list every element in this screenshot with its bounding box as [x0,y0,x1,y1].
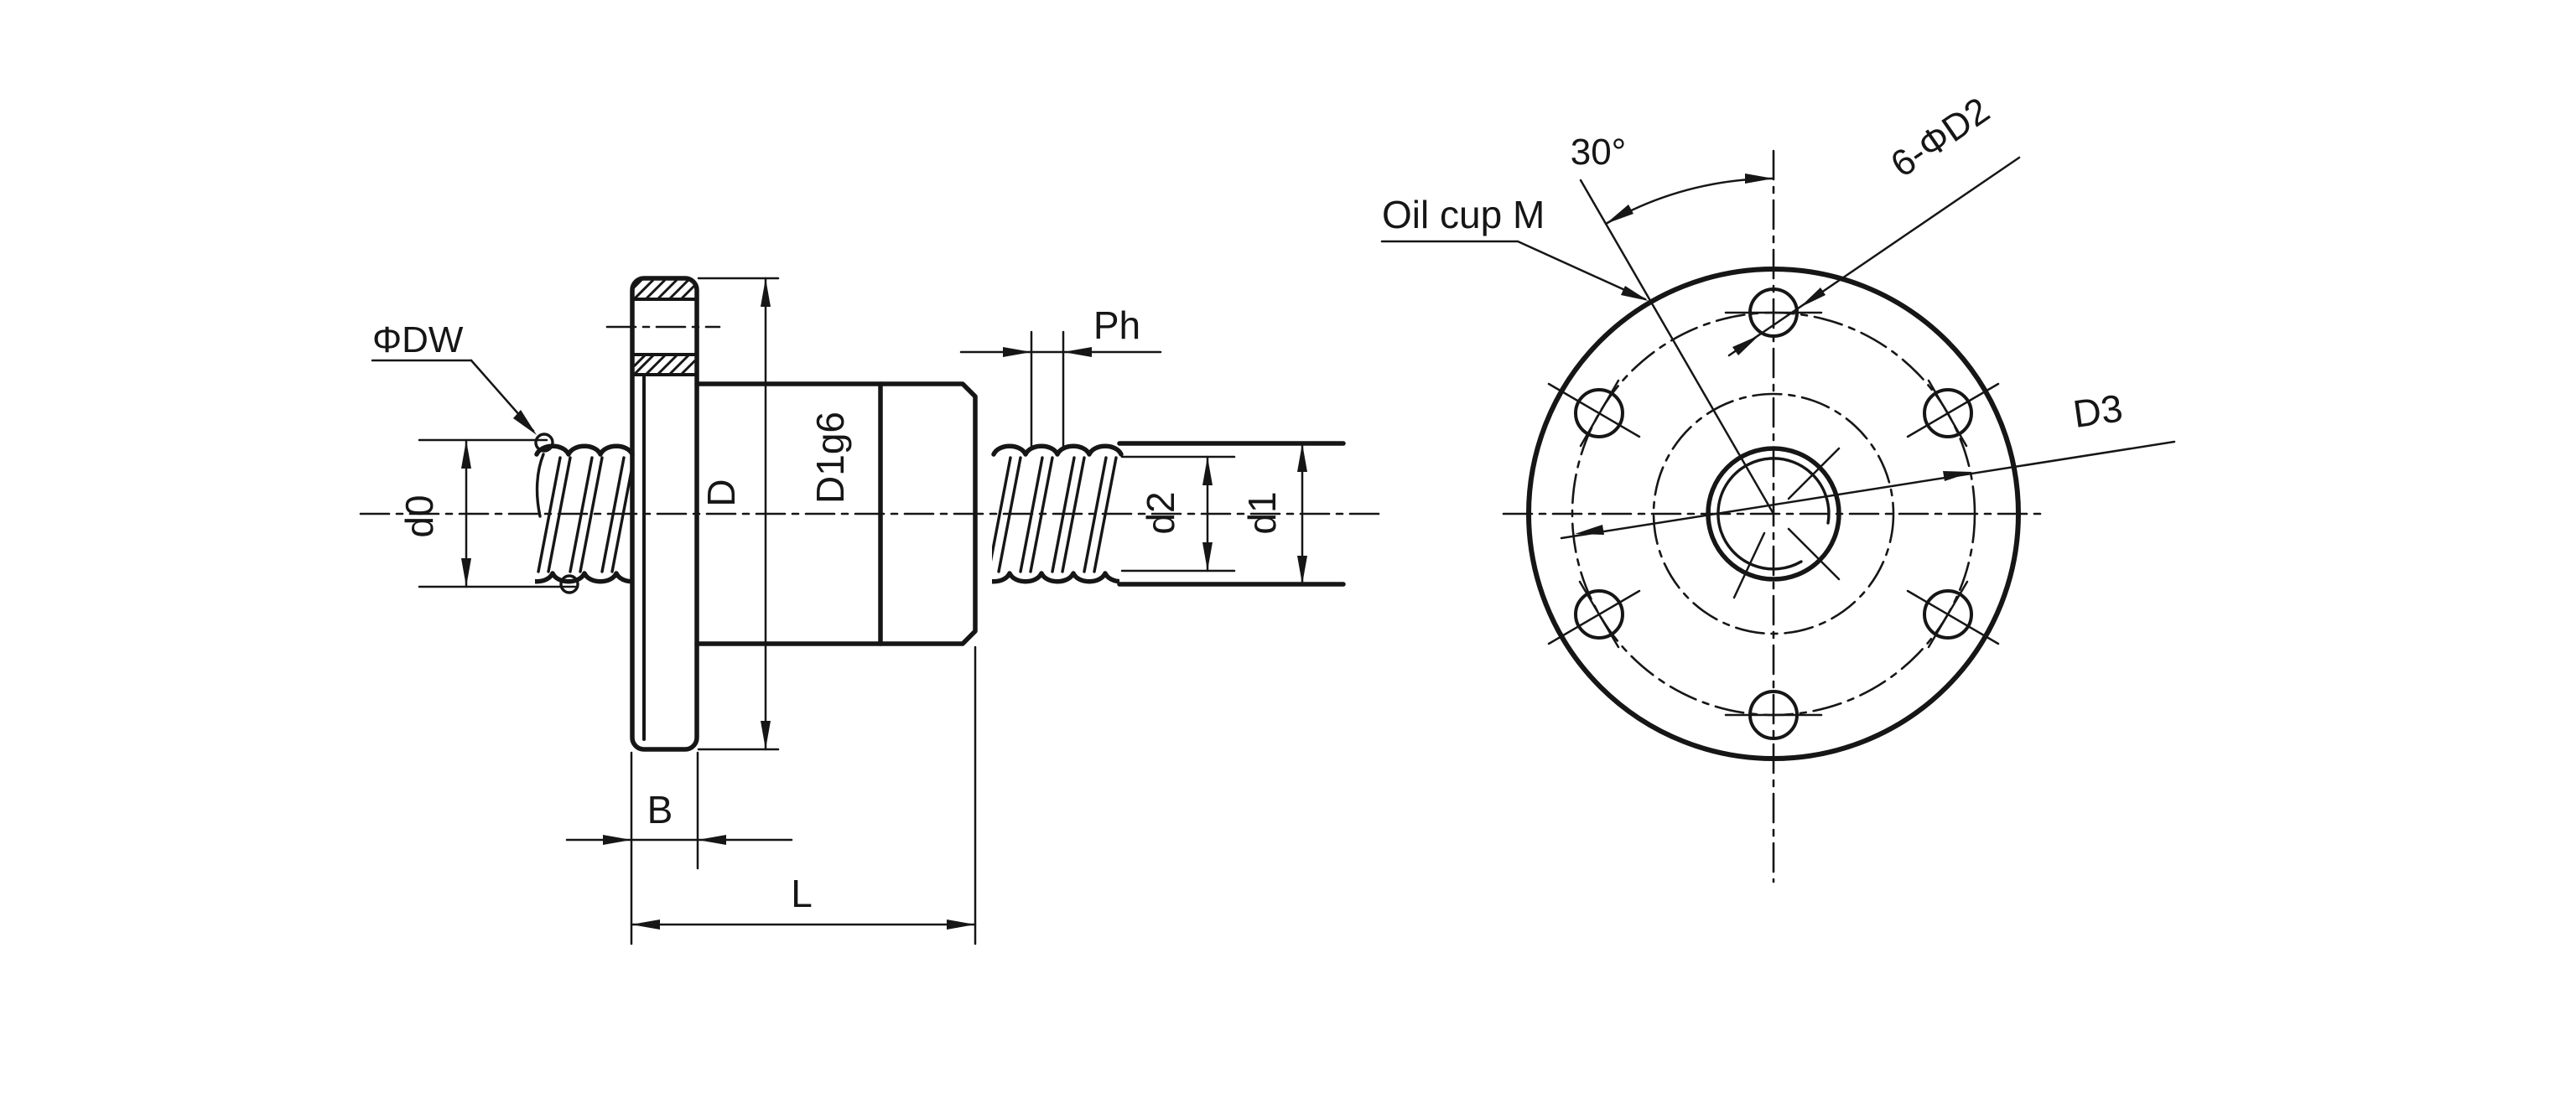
center-construction-ticks [1732,447,1841,599]
arrowhead [1003,347,1031,357]
thread-crest-bottom [992,571,1119,584]
side-view: ΦDW d0 D D1g6 Ph [359,276,1384,945]
oil-cup-axis-line [1579,179,1775,515]
arrowhead [1606,205,1633,224]
ball-bottom [559,574,579,594]
angle-arc [1604,177,1775,225]
bolt-hole-upper-left [1574,388,1624,438]
arrowhead [631,919,660,930]
screw-bore-thread-arc [1716,457,1831,571]
arrowhead [947,919,975,930]
flange-outline [630,276,699,752]
flange-hatching-lower [632,353,697,376]
thread-flank-lines [992,456,1118,573]
dim-label-d2: d2 [1139,491,1182,534]
dim-label-ball-diameter: ΦDW [372,319,464,360]
dim-label-L: L [791,872,813,915]
ball-top [534,433,554,453]
arrowhead [603,835,631,845]
thread-crest-bottom [535,571,632,584]
arrowhead [1732,335,1759,355]
dim-label-D1g6: D1g6 [808,412,852,504]
dim-label-d1: d1 [1240,491,1284,534]
bolt-holes [1574,287,1973,740]
arrowhead [1297,443,1307,472]
front-view: 30° Oil cup M 6-ΦD2 D3 [1380,90,2176,883]
nut-body-outline [694,381,978,646]
dim-label-D: D [699,479,743,506]
label-oil-cup: Oil cup M [1382,193,1545,236]
thread-flank-lines [535,453,632,573]
arrowhead [761,278,771,307]
arrowhead [461,440,471,469]
arrowhead [1202,542,1213,571]
arrowhead [698,835,726,845]
dim-label-30deg: 30° [1571,132,1627,173]
screw-thread-right [991,441,1346,587]
dim-label-d0: d0 [397,495,441,537]
arrowhead [1575,525,1604,535]
oil-cup-leader [1380,240,1647,301]
leader-arrowhead [513,410,537,435]
arrowhead [761,721,771,749]
flange-outer-circle [1526,267,2021,761]
screw-bore-circle [1706,446,1841,582]
flange-hatching-upper [632,278,697,301]
flange-section [605,276,721,752]
bolt-hole-lower-left [1574,589,1624,640]
bolt-hole-lower-right [1923,589,1973,640]
bolt-hole-upper-right [1923,388,1973,438]
thread-crest-top [991,443,1124,457]
dim-label-6-phiD2: 6-ΦD2 [1883,90,1997,185]
bolt-hole-center-ticks [1547,311,2000,717]
arrowhead [1800,287,1826,308]
nut-body [694,381,978,646]
dimensions: ΦDW d0 D D1g6 Ph [371,277,1307,945]
dim-label-Ph: Ph [1093,303,1140,347]
body-pilot-circle [1652,392,1895,635]
screw-thread-left [534,433,635,594]
arrowhead [461,558,471,587]
arrowhead [1943,471,1972,481]
arrowhead [1202,457,1213,485]
leader-arrowhead [1621,286,1649,301]
dim-label-B: B [647,788,673,831]
bolt-circle-leader [1560,440,2176,540]
dim-label-D3: D3 [2070,386,2125,436]
arrowhead [1745,174,1774,184]
bolt-hole-leader [1727,156,2021,357]
arrowhead [1297,556,1307,584]
arrowhead [1063,347,1092,357]
